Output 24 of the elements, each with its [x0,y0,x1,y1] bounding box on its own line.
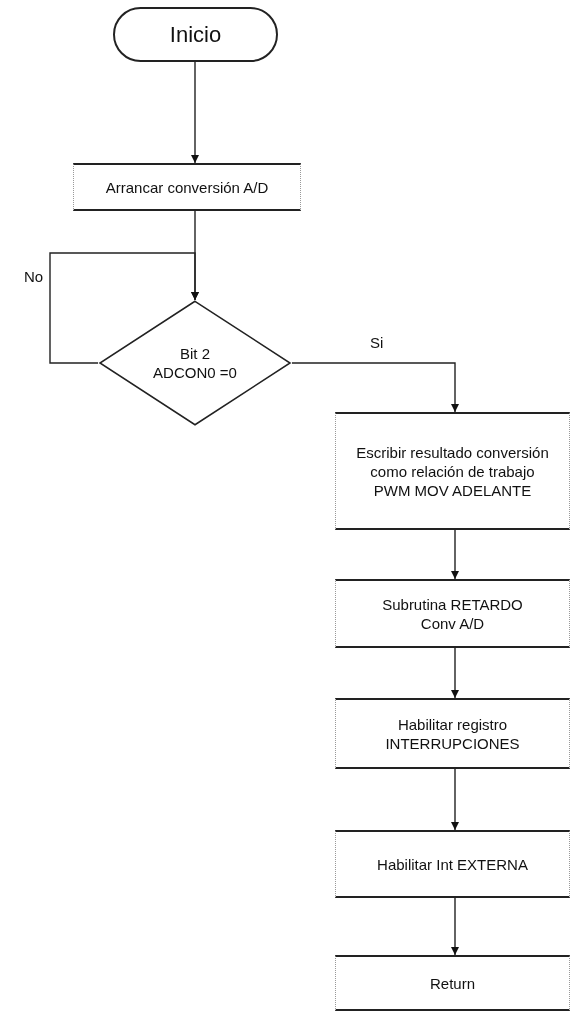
terminal-box [113,7,278,62]
node-text: Subrutina RETARDO Conv A/D [381,594,524,633]
node-text: Bit 2 ADCON0 =0 [152,344,238,382]
edge-label: Si [368,334,386,351]
arrow [49,252,200,364]
arrow [450,768,460,831]
node-text: Escribir resultado conversión como relación de trabajo PWM MOV ADELANTE [355,442,550,500]
node-text: Return [429,973,476,993]
process-box [73,163,301,211]
arrow [450,647,460,699]
node-text: Habilitar registro INTERRUPCIONES [384,714,521,753]
node-text: Inicio [168,25,223,44]
arrow [450,529,460,580]
decision-diamond [98,300,292,426]
node-text: Habilitar Int EXTERNA [376,854,529,874]
process-box [335,412,570,530]
arrow [291,362,460,413]
process-box [335,698,570,769]
arrow [450,897,460,956]
process-box [335,579,570,648]
process-box [335,830,570,898]
process-box [335,955,570,1011]
node-text: Arrancar conversión A/D [104,177,270,197]
arrow [190,61,200,164]
